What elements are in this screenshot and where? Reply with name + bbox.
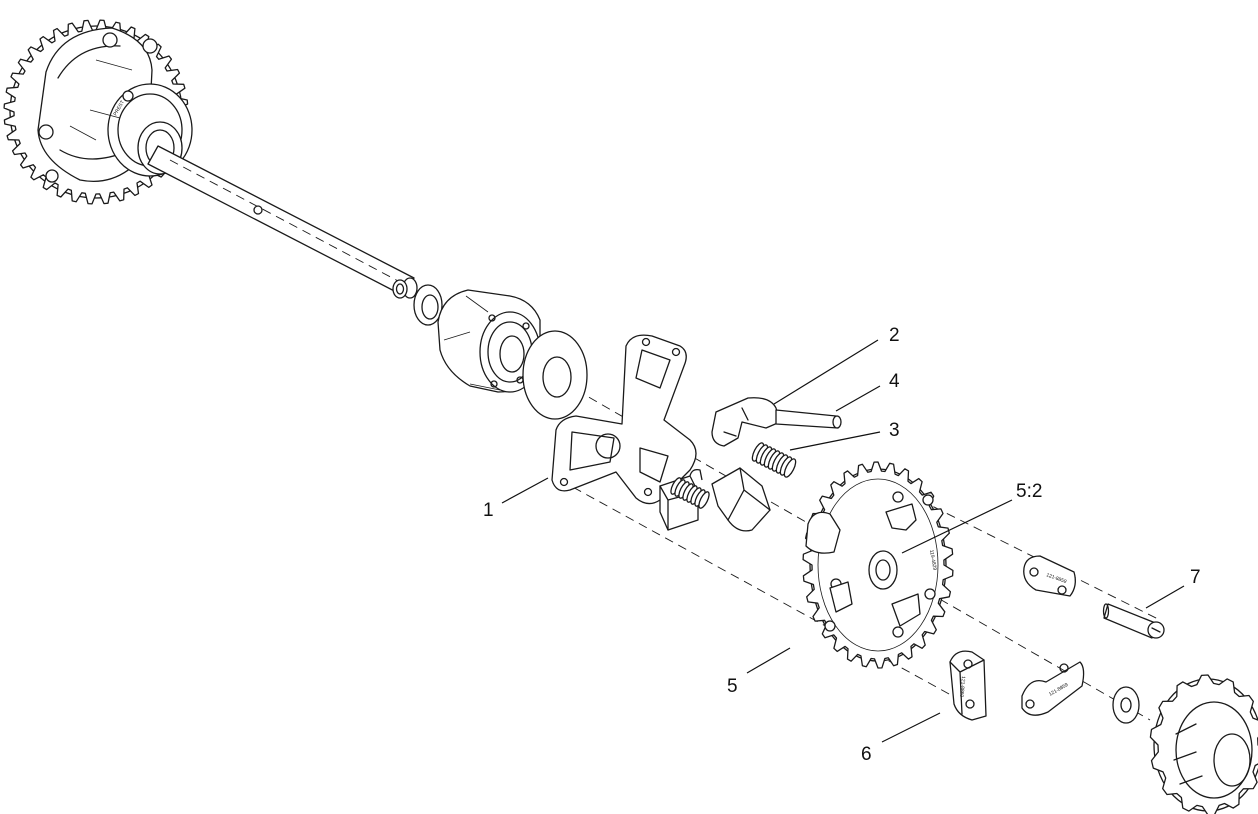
callout-2: 2 — [889, 325, 900, 346]
shaft — [147, 145, 418, 299]
callout-7: 7 — [1190, 567, 1201, 588]
clamp-block-lower: 121-8860 — [949, 650, 987, 721]
spring-mid-left — [670, 477, 710, 509]
callout-3: 3 — [889, 420, 900, 441]
clamp-block-lower-right: 121-8859 — [1021, 661, 1085, 716]
pivot-pin — [775, 409, 842, 429]
compression-spring — [751, 442, 797, 478]
small-washer — [1112, 686, 1140, 724]
shaft-washer — [392, 279, 408, 299]
callout-1: 1 — [483, 500, 494, 521]
callout-6: 6 — [861, 744, 872, 765]
drive-sprocket-assembly: PREST — [3, 19, 193, 205]
bearing-housing — [437, 289, 541, 393]
pinion-gear — [1149, 674, 1258, 814]
callout-4: 4 — [889, 371, 900, 392]
driven-sprocket: 119-4829 — [802, 461, 954, 669]
pawl-lever — [711, 397, 781, 447]
spring-block-right — [711, 467, 771, 532]
spring-coil — [783, 458, 797, 478]
center-bushing — [868, 550, 898, 590]
gasket-ring — [413, 284, 443, 326]
callout-5: 5 — [727, 676, 738, 697]
clamp-block-upper: 121-8859 — [1023, 555, 1076, 597]
leader-lines — [501, 339, 1185, 743]
callout-5-2: 5:2 — [1016, 481, 1042, 502]
shoulder-bolt — [1102, 603, 1165, 639]
gear-teeth — [1149, 674, 1258, 814]
thrust-washer — [522, 330, 588, 420]
svg-text:119-4829: 119-4829 — [928, 549, 938, 571]
spring-coil — [698, 491, 710, 509]
svg-text:121-8860: 121-8860 — [958, 676, 966, 698]
